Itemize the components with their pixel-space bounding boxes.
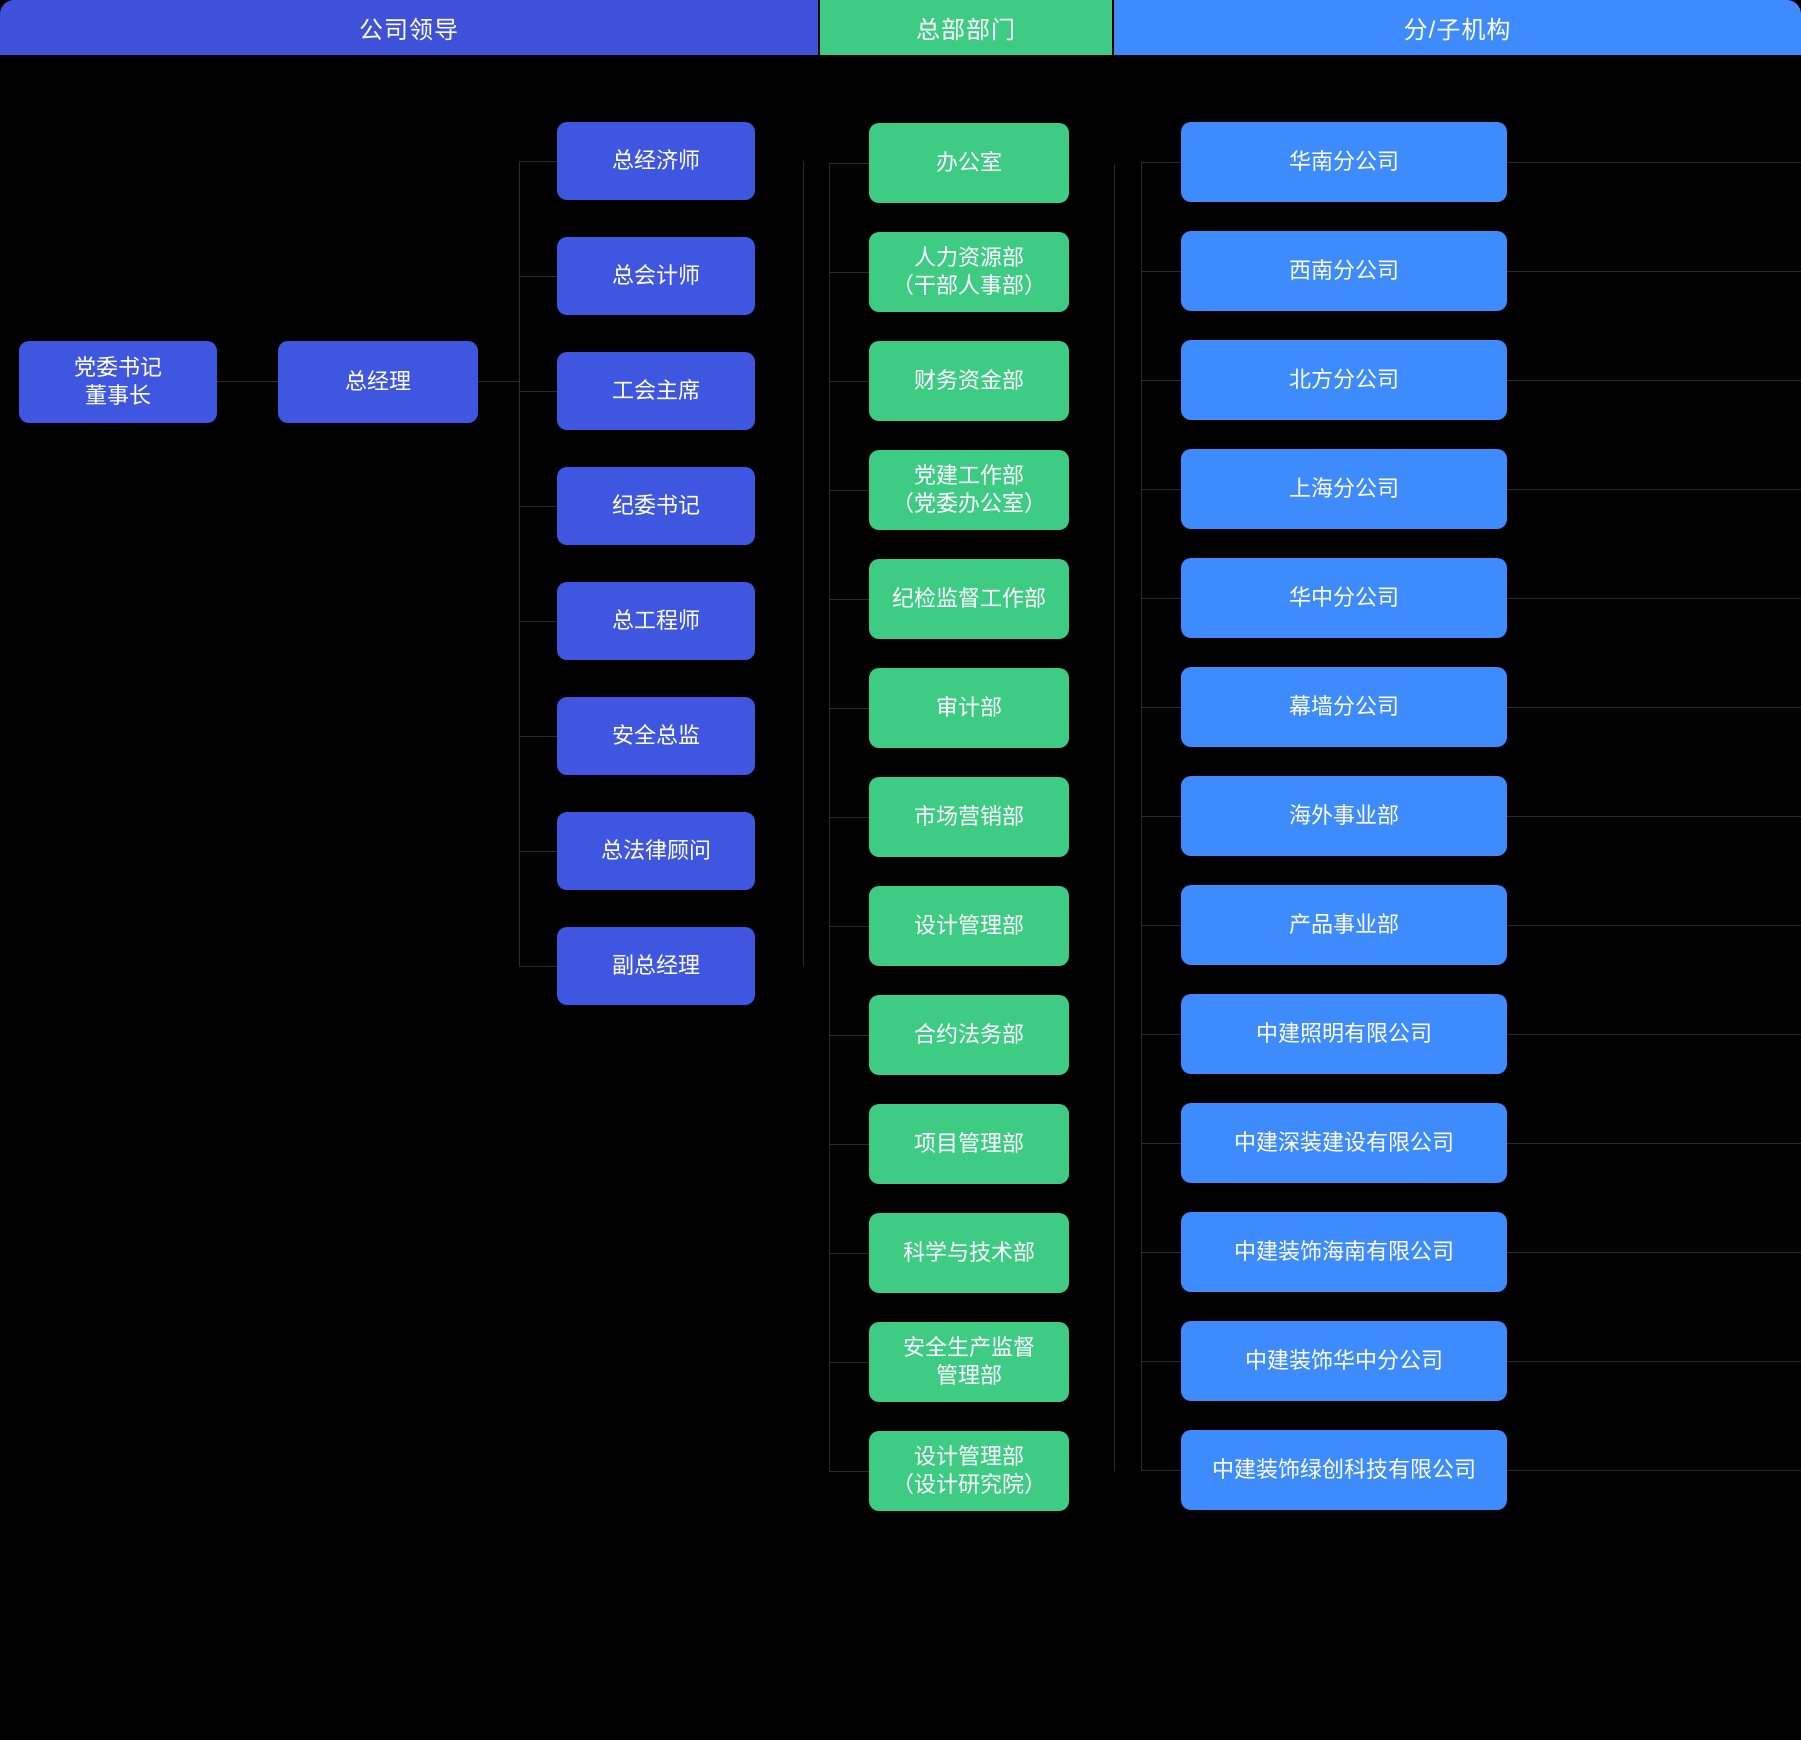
node-department-1[interactable]: 人力资源部 （干部人事部） (869, 232, 1069, 312)
connector-horizontal (1141, 1143, 1181, 1144)
node-leader-2[interactable]: 工会主席 (557, 352, 755, 430)
connector-horizontal (1141, 162, 1181, 163)
node-department-3[interactable]: 党建工作部 （党委办公室） (869, 450, 1069, 530)
node-party-secretary-chairman[interactable]: 党委书记 董事长 (19, 341, 217, 423)
connector-vertical (803, 161, 804, 966)
node-subsidiary-7[interactable]: 产品事业部 (1181, 885, 1507, 965)
connector-horizontal (1141, 489, 1181, 490)
connector-horizontal (829, 163, 869, 164)
connector-horizontal (1507, 1361, 1801, 1362)
node-subsidiary-12[interactable]: 中建装饰绿创科技有限公司 (1181, 1430, 1507, 1510)
connector-horizontal (1507, 598, 1801, 599)
connector-horizontal (1141, 707, 1181, 708)
node-general-manager[interactable]: 总经理 (278, 341, 478, 423)
node-subsidiary-5[interactable]: 幕墙分公司 (1181, 667, 1507, 747)
node-department-4[interactable]: 纪检监督工作部 (869, 559, 1069, 639)
connector-horizontal (1141, 925, 1181, 926)
connector-horizontal (829, 1035, 869, 1036)
connector-horizontal (1507, 707, 1801, 708)
connector-horizontal (519, 161, 557, 162)
header-company-leaders: 公司领导 (0, 0, 818, 55)
node-department-10[interactable]: 科学与技术部 (869, 1213, 1069, 1293)
connector-horizontal (1507, 816, 1801, 817)
node-subsidiary-4[interactable]: 华中分公司 (1181, 558, 1507, 638)
node-leader-7[interactable]: 副总经理 (557, 927, 755, 1005)
connector-horizontal (1507, 162, 1801, 163)
connector-horizontal (829, 1144, 869, 1145)
node-leader-1[interactable]: 总会计师 (557, 237, 755, 315)
connector-horizontal (829, 490, 869, 491)
node-leader-0[interactable]: 总经济师 (557, 122, 755, 200)
header-headquarters-departments: 总部部门 (820, 0, 1112, 55)
connector-horizontal (829, 817, 869, 818)
connector-horizontal (1507, 1252, 1801, 1253)
node-subsidiary-6[interactable]: 海外事业部 (1181, 776, 1507, 856)
node-department-9[interactable]: 项目管理部 (869, 1104, 1069, 1184)
connector-horizontal (217, 381, 278, 382)
node-department-11[interactable]: 安全生产监督 管理部 (869, 1322, 1069, 1402)
connector-horizontal (829, 926, 869, 927)
column-header-band: 公司领导 总部部门 分/子机构 (0, 0, 1801, 55)
connector-horizontal (1141, 1034, 1181, 1035)
connector-vertical (1114, 163, 1115, 1471)
node-subsidiary-9[interactable]: 中建深装建设有限公司 (1181, 1103, 1507, 1183)
node-subsidiary-1[interactable]: 西南分公司 (1181, 231, 1507, 311)
connector-horizontal (829, 272, 869, 273)
connector-horizontal (519, 851, 557, 852)
header-headquarters-departments-label: 总部部门 (916, 17, 1016, 44)
connector-horizontal (1141, 598, 1181, 599)
connector-horizontal (519, 966, 557, 967)
connector-horizontal (519, 736, 557, 737)
connector-horizontal (1141, 380, 1181, 381)
connector-horizontal (478, 381, 519, 382)
connector-horizontal (1507, 380, 1801, 381)
connector-horizontal (1507, 271, 1801, 272)
node-department-5[interactable]: 审计部 (869, 668, 1069, 748)
node-leader-4[interactable]: 总工程师 (557, 582, 755, 660)
node-department-0[interactable]: 办公室 (869, 123, 1069, 203)
node-department-8[interactable]: 合约法务部 (869, 995, 1069, 1075)
connector-horizontal (1507, 1470, 1801, 1471)
node-department-6[interactable]: 市场营销部 (869, 777, 1069, 857)
connector-horizontal (1141, 271, 1181, 272)
connector-horizontal (1141, 816, 1181, 817)
node-department-7[interactable]: 设计管理部 (869, 886, 1069, 966)
node-subsidiary-2[interactable]: 北方分公司 (1181, 340, 1507, 420)
header-branch-subsidiaries-label: 分/子机构 (1403, 17, 1512, 44)
node-subsidiary-0[interactable]: 华南分公司 (1181, 122, 1507, 202)
connector-horizontal (829, 599, 869, 600)
connector-horizontal (829, 1253, 869, 1254)
connector-horizontal (519, 276, 557, 277)
connector-horizontal (1507, 925, 1801, 926)
connector-horizontal (1507, 1034, 1801, 1035)
connector-horizontal (1507, 489, 1801, 490)
connector-horizontal (829, 1471, 869, 1472)
node-subsidiary-8[interactable]: 中建照明有限公司 (1181, 994, 1507, 1074)
connector-horizontal (829, 708, 869, 709)
connector-horizontal (1141, 1470, 1181, 1471)
node-leader-6[interactable]: 总法律顾问 (557, 812, 755, 890)
connector-horizontal (519, 391, 557, 392)
connector-horizontal (1141, 1252, 1181, 1253)
header-company-leaders-label: 公司领导 (359, 17, 459, 44)
node-department-12[interactable]: 设计管理部 （设计研究院） (869, 1431, 1069, 1511)
node-subsidiary-10[interactable]: 中建装饰海南有限公司 (1181, 1212, 1507, 1292)
connector-horizontal (1141, 1361, 1181, 1362)
connector-horizontal (1507, 1143, 1801, 1144)
connector-horizontal (829, 381, 869, 382)
node-department-2[interactable]: 财务资金部 (869, 341, 1069, 421)
connector-vertical (519, 161, 520, 966)
node-subsidiary-11[interactable]: 中建装饰华中分公司 (1181, 1321, 1507, 1401)
node-leader-5[interactable]: 安全总监 (557, 697, 755, 775)
connector-horizontal (519, 621, 557, 622)
connector-horizontal (829, 1362, 869, 1363)
header-branch-subsidiaries: 分/子机构 (1114, 0, 1801, 55)
connector-horizontal (519, 506, 557, 507)
node-subsidiary-3[interactable]: 上海分公司 (1181, 449, 1507, 529)
node-leader-3[interactable]: 纪委书记 (557, 467, 755, 545)
